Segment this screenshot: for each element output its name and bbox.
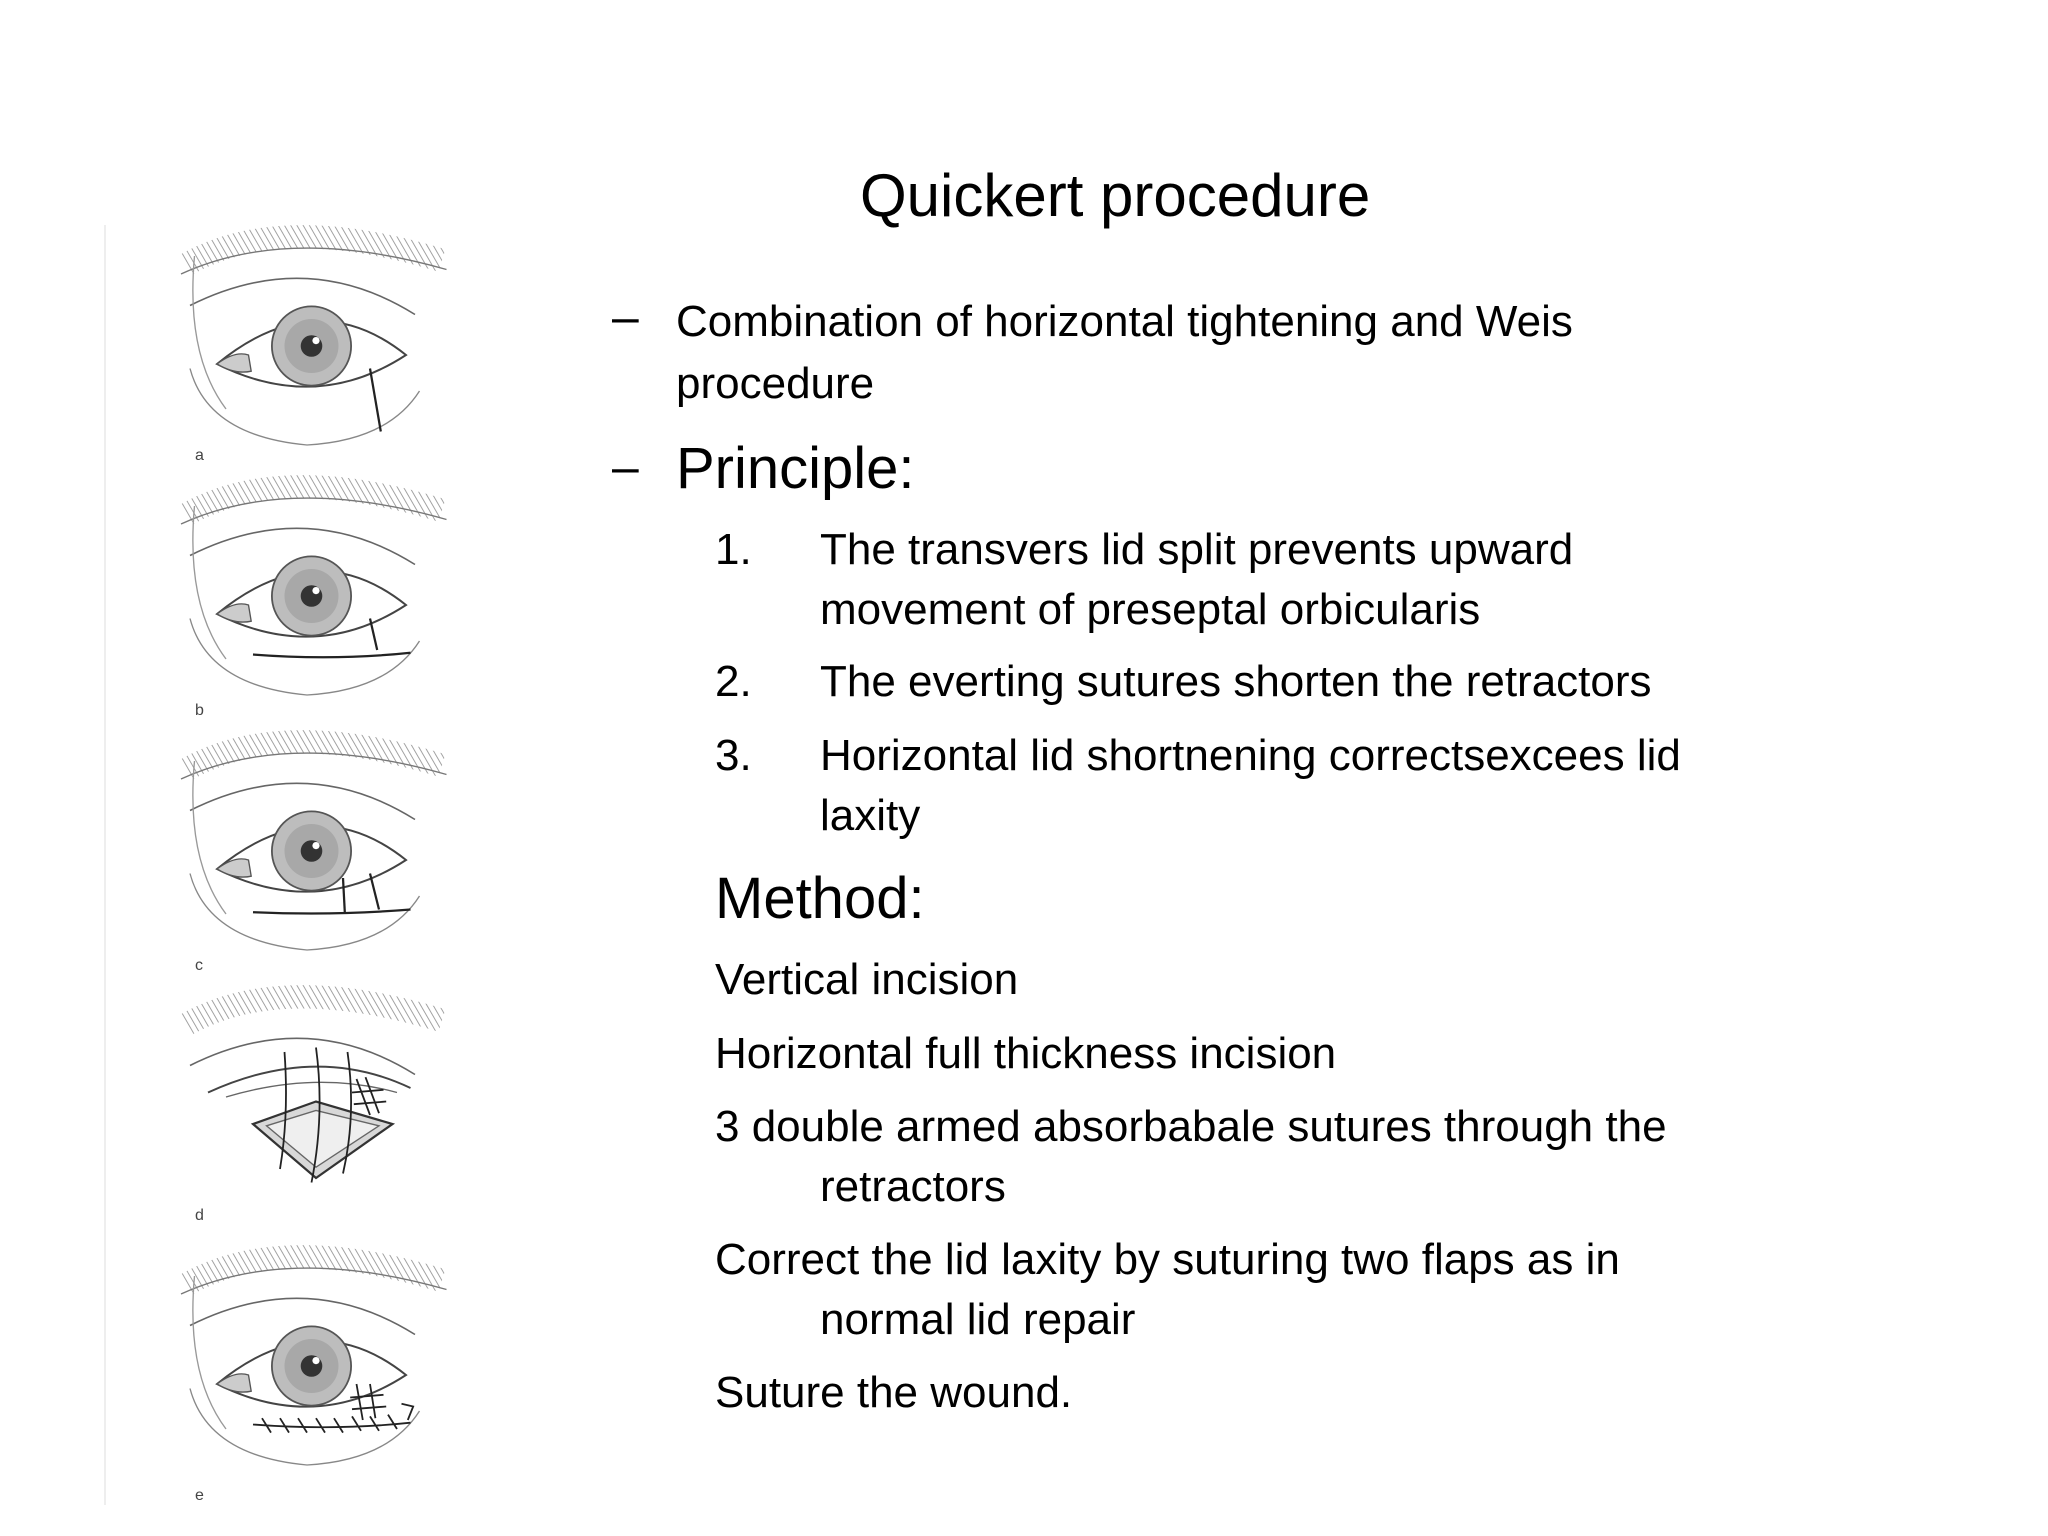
principle-2-line1: The everting sutures shorten the retract… [820,657,1652,706]
principle-1-line1: The transvers lid split prevents upward [820,525,1574,574]
method-step-4-line1: Correct the lid laxity by suturing two f… [715,1235,1620,1284]
panel-label-a: a [195,447,204,464]
principle-3-line1: Horizontal lid shortnening correctsexcee… [820,731,1681,780]
principle-heading: Principle: [676,436,915,501]
bullet-dash: – [612,441,639,494]
method-step-5: Suture the wound. [715,1368,1073,1417]
principle-1-line2: movement of preseptal orbicularis [820,585,1481,634]
method-step-1: Vertical incision [715,955,1019,1004]
slide-title: Quickert procedure [860,162,1371,229]
bullet-combination-line2: procedure [676,359,875,408]
method-step-3-line2: retractors [820,1162,1006,1211]
method-step-3-line1: 3 double armed absorbabale sutures throu… [715,1102,1667,1151]
principle-number-1: 1. [715,525,752,574]
method-heading: Method: [715,866,925,931]
panel-label-d: d [195,1207,204,1224]
panel-label-b: b [195,702,204,719]
method-step-4-line2: normal lid repair [820,1295,1136,1344]
bullet-dash: – [612,291,639,344]
principle-number-2: 2. [715,657,752,706]
figure-edge [104,225,106,1505]
method-step-2: Horizontal full thickness incision [715,1029,1337,1078]
bullet-combination-line1: Combination of horizontal tightening and… [676,297,1573,346]
eye-procedure-illustrations: a b c d e [100,220,520,1504]
panel-label-e: e [195,1487,204,1504]
principle-3-line2: laxity [820,791,921,840]
panel-label-c: c [195,957,203,974]
principle-number-3: 3. [715,731,752,780]
